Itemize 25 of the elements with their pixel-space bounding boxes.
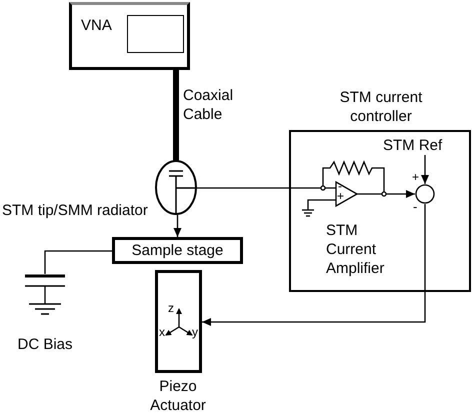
wire <box>421 155 429 184</box>
polarity-sign: + <box>337 190 344 202</box>
actuator-label: Piezo Actuator <box>149 377 207 415</box>
reference-label: STM Ref <box>383 137 445 155</box>
axis-label: x <box>159 326 165 338</box>
instrument-box <box>69 2 190 70</box>
axis-label: z <box>168 302 174 314</box>
source-label: DC Bias <box>16 337 74 352</box>
probe-holder <box>155 160 197 215</box>
controller-heading: STM current controller <box>338 88 424 126</box>
probe-label: STM tip/SMM radiator <box>2 203 148 218</box>
wire <box>202 204 426 326</box>
axis-label: y <box>192 326 198 338</box>
wire <box>44 250 112 274</box>
polarity-sign: + <box>412 171 420 183</box>
amplifier-label: STM Current Amplifier <box>326 221 386 278</box>
stage-label: Sample stage <box>132 243 224 258</box>
instrument-label: VNA <box>81 18 112 33</box>
summing-junction <box>415 184 435 204</box>
wire <box>174 215 182 237</box>
wire <box>197 187 300 189</box>
sample-stage <box>112 237 243 264</box>
polarity-sign: - <box>338 180 342 192</box>
wire <box>386 190 415 198</box>
polarity-sign: - <box>413 200 418 213</box>
